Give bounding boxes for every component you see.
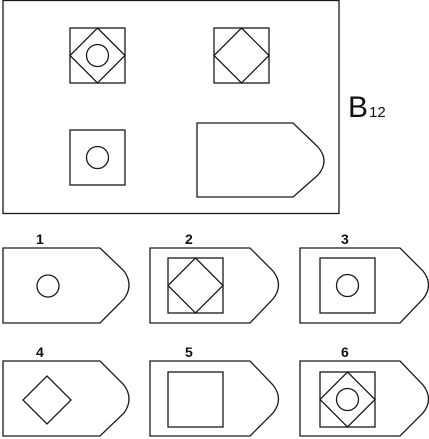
option-label: 6 bbox=[341, 344, 349, 360]
option-label: 1 bbox=[36, 231, 44, 247]
option-label: 4 bbox=[36, 344, 44, 360]
option-label: 5 bbox=[185, 344, 193, 360]
square-shape bbox=[69, 129, 126, 186]
circle-shape bbox=[85, 43, 110, 68]
matrix-cell-3 bbox=[69, 129, 126, 186]
option-6[interactable]: 6 bbox=[299, 344, 429, 437]
square-shape bbox=[69, 27, 126, 84]
diamond-shape bbox=[22, 375, 72, 425]
square-shape bbox=[167, 257, 224, 314]
circle-shape bbox=[335, 387, 360, 412]
option-frame bbox=[2, 247, 130, 324]
square-shape bbox=[167, 371, 224, 428]
option-label: 2 bbox=[185, 231, 193, 247]
circle-shape bbox=[335, 273, 360, 298]
option-5[interactable]: 5 bbox=[149, 344, 280, 437]
option-2[interactable]: 2 bbox=[149, 231, 280, 324]
circle-shape bbox=[36, 274, 60, 298]
option-4[interactable]: 4 bbox=[2, 344, 130, 437]
square-shape bbox=[319, 371, 376, 428]
option-frame bbox=[149, 360, 280, 437]
matrix-frame bbox=[2, 0, 340, 215]
diamond-shape bbox=[69, 27, 126, 84]
puzzle-id-number: 12 bbox=[369, 104, 386, 121]
option-1[interactable]: 1 bbox=[2, 231, 130, 324]
option-frame bbox=[149, 247, 280, 324]
circle-shape bbox=[85, 145, 110, 170]
option-3[interactable]: 3 bbox=[299, 231, 429, 324]
puzzle-id: B12 bbox=[348, 91, 386, 124]
square-shape bbox=[213, 27, 270, 84]
diamond-shape bbox=[167, 257, 224, 314]
puzzle-id-letter: B bbox=[348, 91, 368, 124]
matrix-cell-1 bbox=[69, 27, 126, 84]
square-shape bbox=[319, 257, 376, 314]
answer-slot-shape bbox=[196, 122, 325, 198]
diamond-shape bbox=[213, 27, 270, 84]
matrix-cell-2 bbox=[213, 27, 270, 84]
matrix-answer-slot bbox=[196, 122, 325, 198]
option-frame bbox=[299, 360, 429, 437]
option-label: 3 bbox=[341, 231, 349, 247]
option-frame bbox=[299, 247, 429, 324]
diamond-shape bbox=[319, 371, 376, 428]
option-frame bbox=[2, 360, 130, 437]
